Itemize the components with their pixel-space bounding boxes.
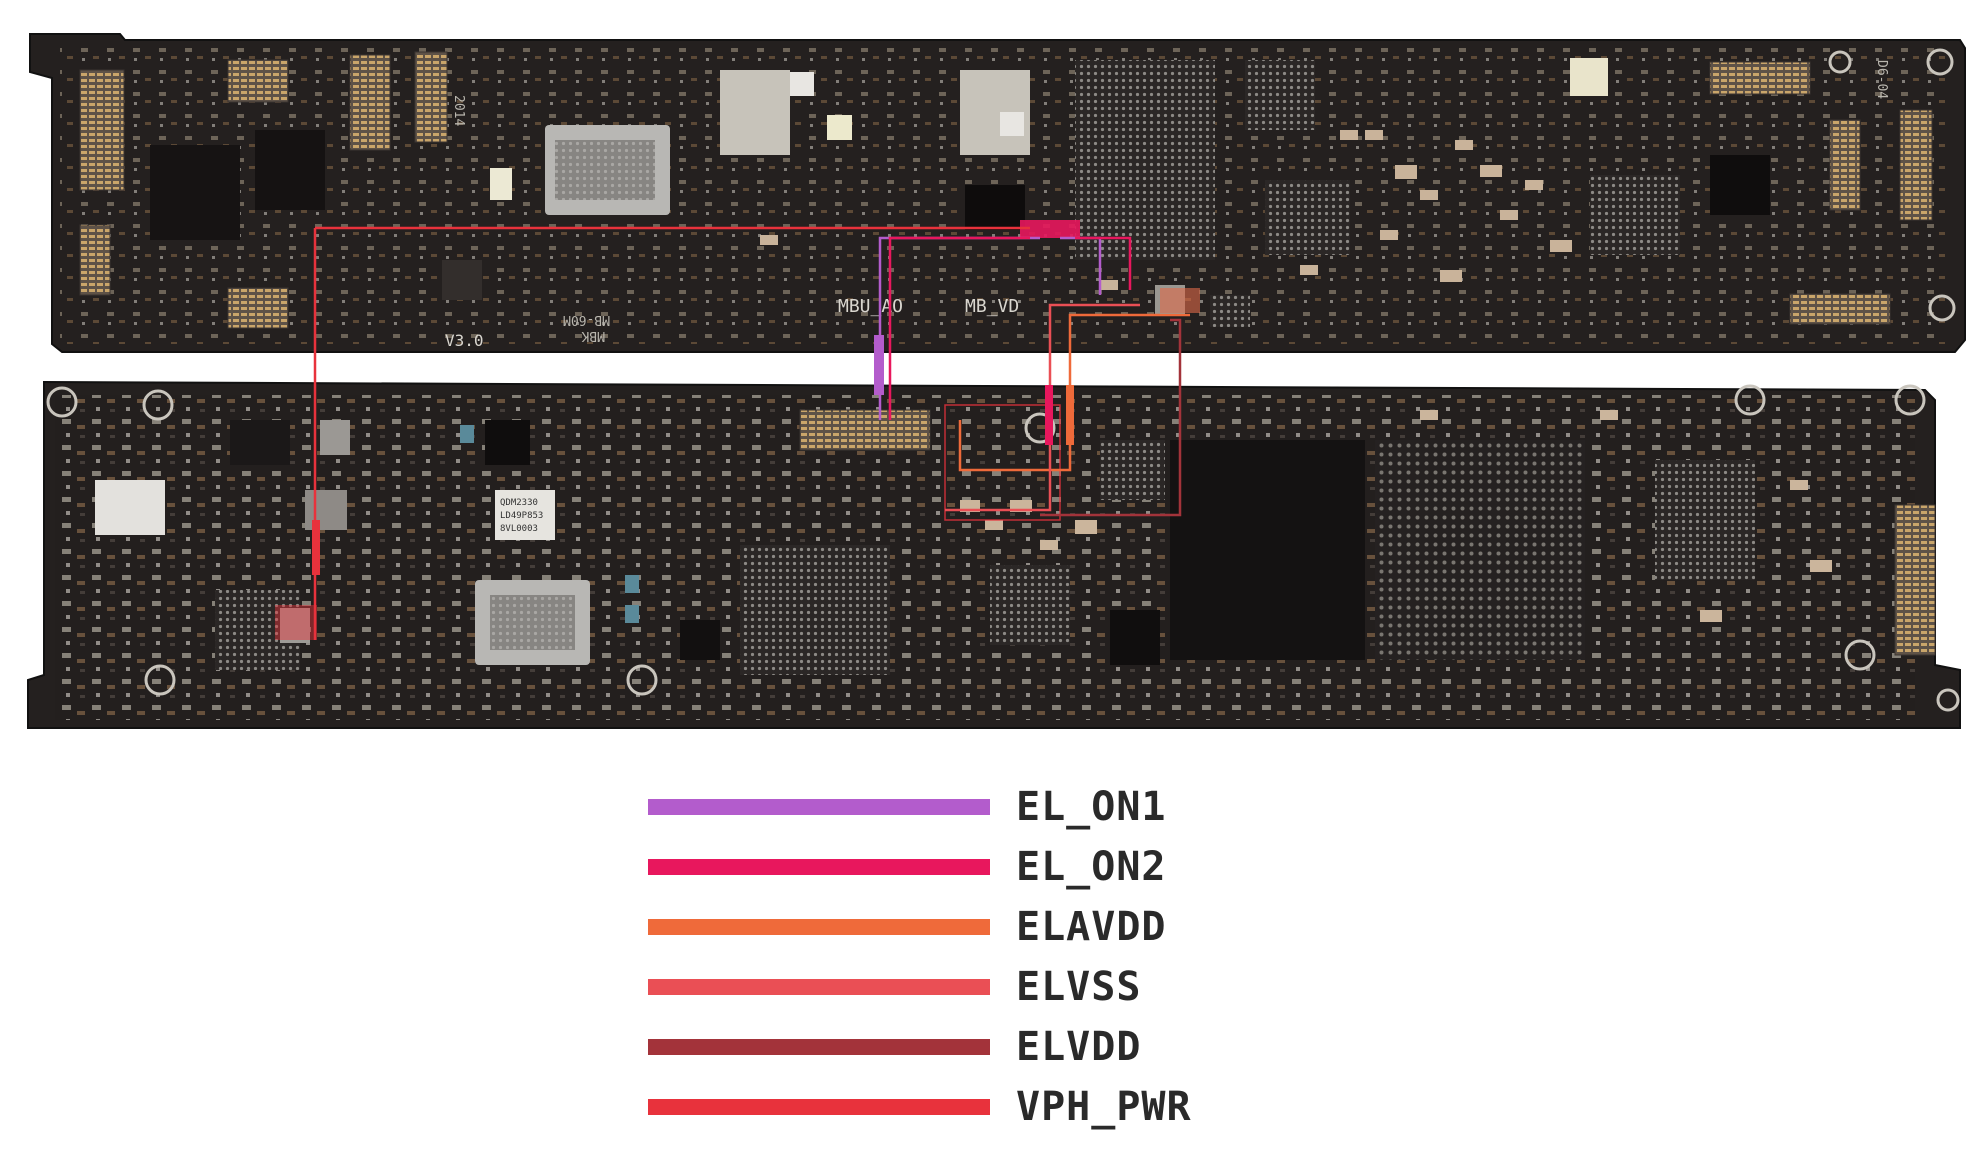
connector	[1899, 109, 1933, 221]
legend-label: ELAVDD	[1016, 904, 1167, 950]
top-board: 2014 MBU_AO MB_VD V3.0 MB-60M MBK D6-04	[29, 33, 1966, 353]
legend-label: VPH_PWR	[1016, 1084, 1192, 1130]
highlight-region	[275, 605, 317, 640]
legend-item-el-on1: EL_ON1	[648, 778, 1348, 838]
pmic	[965, 185, 1025, 230]
bottom-board: QDM2330 LD49P853 8VL0003	[27, 380, 1961, 729]
legend-item-elavdd: ELAVDD	[648, 898, 1348, 958]
trace-el-on2	[1045, 385, 1053, 445]
chip-marking: 8VL0003	[500, 524, 538, 534]
highlight-region	[1020, 220, 1080, 238]
chip-marking: LD49P853	[500, 511, 543, 521]
sticker	[827, 115, 852, 140]
bga-chip	[1100, 440, 1165, 500]
qr-code	[790, 72, 814, 96]
screw-holes	[1828, 48, 1956, 322]
highlight-region	[1160, 288, 1200, 313]
silkscreen-label: MBU_AO	[838, 296, 903, 317]
soc	[1170, 440, 1365, 660]
sticker	[1570, 58, 1608, 96]
component-area	[55, 395, 1915, 720]
bga-chip	[990, 565, 1070, 645]
silkscreen-label: V3.0	[445, 331, 484, 350]
passive-components	[760, 130, 1572, 290]
sticker	[490, 168, 512, 200]
connector	[1829, 119, 1861, 211]
connector	[227, 59, 289, 103]
legend-swatch	[648, 859, 990, 875]
qr-code	[1000, 112, 1024, 136]
legend-item-elvss: ELVSS	[648, 958, 1348, 1018]
bga-chip	[1265, 180, 1350, 255]
connector	[227, 287, 289, 329]
bga-chip	[555, 140, 655, 200]
legend-label: ELVDD	[1016, 1024, 1142, 1070]
highlight-region	[944, 404, 1061, 521]
trace-vph-pwr	[312, 520, 320, 575]
bga-chip	[1375, 440, 1585, 660]
chip	[1710, 155, 1770, 215]
legend-item-vph-pwr: VPH_PWR	[648, 1078, 1348, 1138]
legend: EL_ON1 EL_ON2 ELAVDD ELVSS ELVDD VPH_PWR	[648, 778, 1348, 1138]
connector	[1789, 293, 1891, 325]
screw-holes	[46, 384, 1960, 712]
sticker	[95, 480, 165, 535]
inductor	[280, 608, 310, 643]
connector	[1894, 504, 1936, 656]
capacitor	[460, 425, 474, 443]
capacitor	[625, 605, 639, 623]
chip	[150, 145, 240, 240]
bga-chip	[1245, 60, 1315, 130]
trace-elvss	[945, 420, 1052, 512]
silkscreen-label: MB_VD	[965, 296, 1019, 317]
legend-label: EL_ON1	[1016, 784, 1167, 830]
bga-chip	[1655, 460, 1755, 580]
chip-marking: QDM2330	[500, 498, 538, 508]
legend-swatch	[648, 979, 990, 995]
silkscreen-label: 2014	[451, 95, 466, 126]
connector	[79, 69, 125, 191]
legend-label: ELVSS	[1016, 964, 1142, 1010]
silkscreen-label: MBK	[581, 328, 605, 343]
chip	[680, 620, 720, 660]
rf-module	[720, 70, 790, 155]
chip	[485, 420, 530, 465]
chip	[255, 130, 325, 210]
sticker	[495, 490, 555, 540]
connector	[349, 54, 391, 151]
inductor	[305, 490, 347, 530]
connector	[79, 224, 111, 296]
legend-swatch	[648, 1039, 990, 1055]
legend-item-el-on2: EL_ON2	[648, 838, 1348, 898]
chip	[230, 420, 290, 465]
bga-chip	[1075, 60, 1215, 260]
legend-item-elvdd: ELVDD	[648, 1018, 1348, 1078]
connector	[414, 51, 448, 143]
chip	[442, 260, 482, 300]
trace-el-on2	[1075, 236, 1132, 290]
legend-swatch	[648, 1099, 990, 1115]
silkscreen-label: MB-60M	[563, 312, 610, 327]
chip	[1210, 295, 1250, 327]
bga-chip	[740, 545, 890, 675]
chip	[1110, 610, 1160, 665]
inductor	[320, 420, 350, 455]
capacitor	[625, 575, 639, 593]
silkscreen-label: D6-04	[1874, 60, 1889, 99]
legend-label: EL_ON2	[1016, 844, 1167, 890]
connector	[799, 409, 931, 451]
signal-traces	[312, 226, 1190, 640]
connector	[1709, 61, 1811, 95]
trace-elavdd	[1066, 385, 1074, 445]
shield-detail	[490, 595, 575, 650]
trace-el-on2	[888, 236, 1030, 420]
trace-elvdd	[1040, 318, 1182, 517]
trace-el-on1	[874, 335, 884, 395]
legend-swatch	[648, 799, 990, 815]
bga-chip	[1590, 175, 1680, 255]
legend-swatch	[648, 919, 990, 935]
trace-elvss	[1048, 303, 1140, 420]
